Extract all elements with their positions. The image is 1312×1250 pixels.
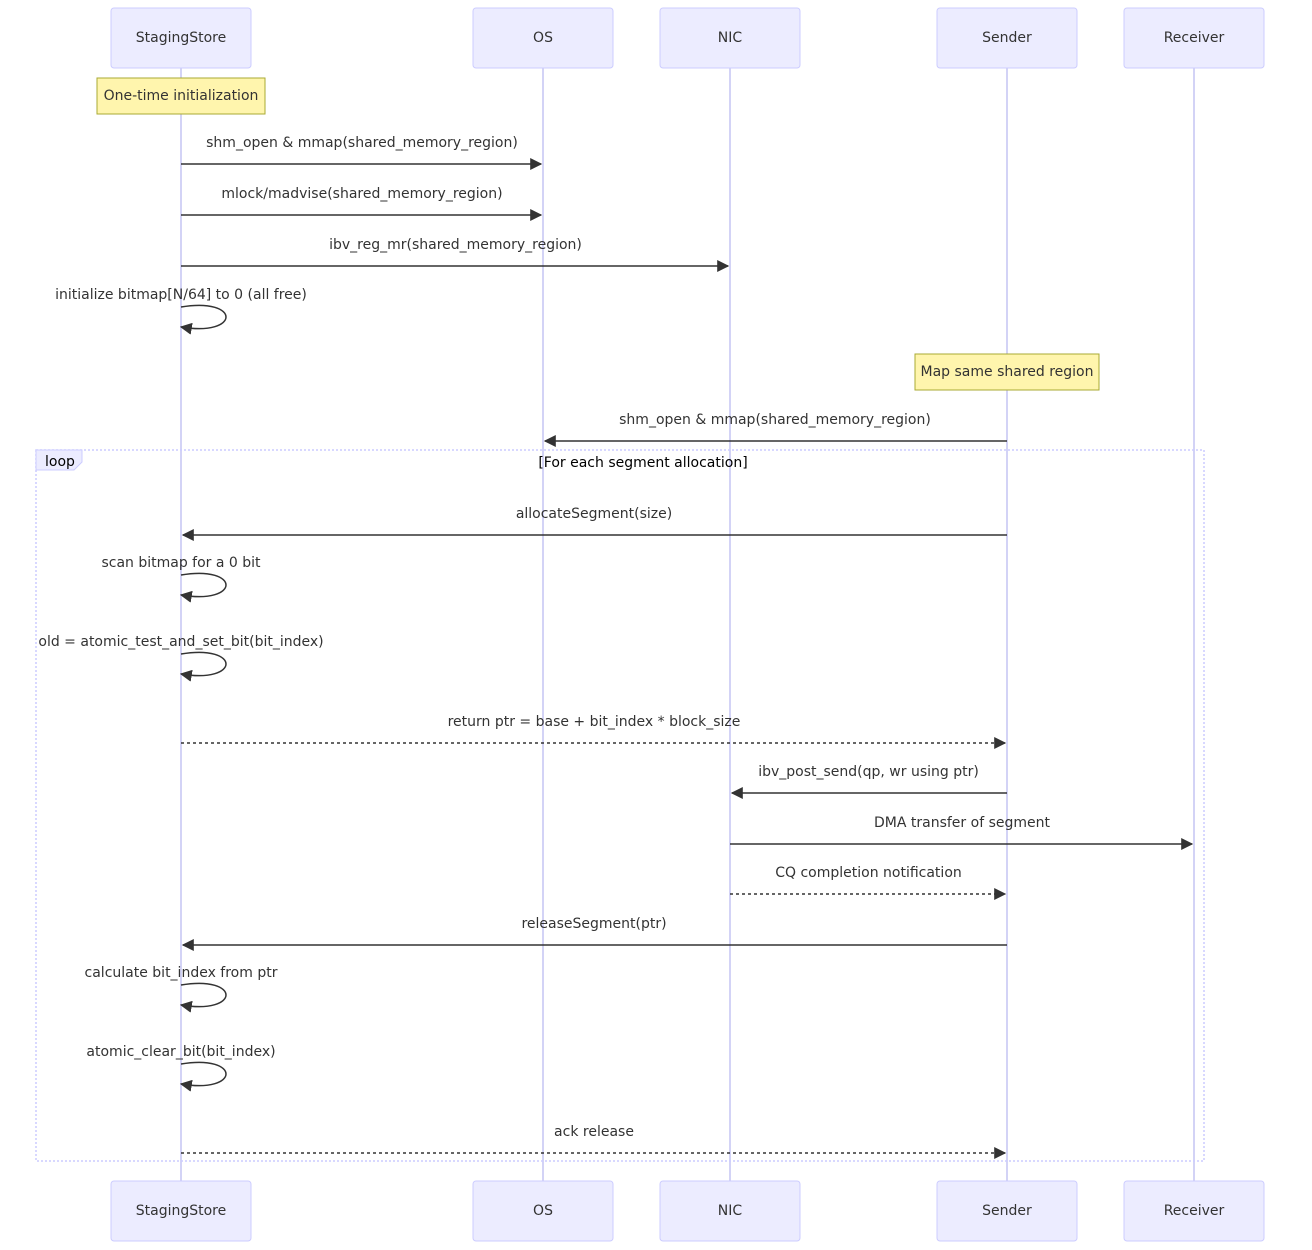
actor-box <box>472 7 614 69</box>
loop-label: loop <box>45 454 75 470</box>
message-label: ibv_post_send(qp, wr using ptr) <box>758 764 979 780</box>
message-label: scan bitmap for a 0 bit <box>101 555 261 571</box>
message-label: ack release <box>554 1124 634 1140</box>
loop-tab <box>35 449 83 471</box>
actor-nic-top: NIC <box>659 7 801 69</box>
actor-label: NIC <box>718 30 743 46</box>
actor-staging-top: StagingStore <box>110 7 252 69</box>
message-label: releaseSegment(ptr) <box>521 916 666 932</box>
note-box <box>96 77 266 115</box>
actor-box <box>110 1180 252 1242</box>
message-8: return ptr = base + bit_index * block_si… <box>181 714 1007 749</box>
message-4: shm_open & mmap(shared_memory_region) <box>543 412 1007 447</box>
message-3: initialize bitmap[N/64] to 0 (all free) <box>55 287 307 335</box>
actor-receiver-top: Receiver <box>1123 7 1265 69</box>
actor-label: StagingStore <box>136 1203 227 1219</box>
actor-label: Receiver <box>1164 1203 1225 1219</box>
message-label: CQ completion notification <box>775 865 962 881</box>
note-text: Map same shared region <box>921 364 1094 380</box>
actor-box <box>659 1180 801 1242</box>
message-6: scan bitmap for a 0 bit <box>101 555 261 603</box>
actor-staging-bottom: StagingStore <box>110 1180 252 1242</box>
message-11: CQ completion notification <box>730 865 1007 900</box>
note-1: Map same shared region <box>914 353 1100 391</box>
note-box <box>914 353 1100 391</box>
message-7: old = atomic_test_and_set_bit(bit_index) <box>38 634 324 682</box>
self-message-arrow <box>179 1061 227 1092</box>
message-13: calculate bit_index from ptr <box>85 965 278 1013</box>
loop-condition: [For each segment allocation] <box>538 455 747 471</box>
message-label: initialize bitmap[N/64] to 0 (all free) <box>55 287 307 303</box>
loop-frame: loop [For each segment allocation] <box>35 449 1205 1162</box>
actor-box <box>659 7 801 69</box>
actor-label: NIC <box>718 1203 743 1219</box>
actor-os-top: OS <box>472 7 614 69</box>
actor-label: OS <box>533 1203 553 1219</box>
message-label: shm_open & mmap(shared_memory_region) <box>206 135 518 151</box>
message-label: shm_open & mmap(shared_memory_region) <box>619 412 931 428</box>
actor-receiver-bottom: Receiver <box>1123 1180 1265 1242</box>
actor-box <box>1123 7 1265 69</box>
message-label: calculate bit_index from ptr <box>85 965 278 981</box>
message-label: DMA transfer of segment <box>874 815 1050 831</box>
message-1: mlock/madvise(shared_memory_region) <box>181 186 543 221</box>
message-label: return ptr = base + bit_index * block_si… <box>448 714 741 730</box>
message-label: old = atomic_test_and_set_bit(bit_index) <box>38 634 323 650</box>
note-text: One-time initialization <box>104 88 259 104</box>
self-message-arrow <box>179 982 227 1013</box>
actor-box <box>1123 1180 1265 1242</box>
actor-box <box>110 7 252 69</box>
actor-box <box>472 1180 614 1242</box>
actor-sender-top: Sender <box>936 7 1078 69</box>
note-0: One-time initialization <box>96 77 266 115</box>
self-message-arrow <box>179 651 227 682</box>
actor-sender-bottom: Sender <box>936 1180 1078 1242</box>
actor-os-bottom: OS <box>472 1180 614 1242</box>
actor-label: StagingStore <box>136 30 227 46</box>
self-message-arrow <box>179 572 227 603</box>
message-9: ibv_post_send(qp, wr using ptr) <box>730 764 1007 799</box>
actor-label: Sender <box>982 1203 1032 1219</box>
message-label: mlock/madvise(shared_memory_region) <box>221 186 502 202</box>
message-15: ack release <box>181 1124 1007 1159</box>
message-12: releaseSegment(ptr) <box>181 916 1007 951</box>
message-2: ibv_reg_mr(shared_memory_region) <box>181 237 730 272</box>
message-label: ibv_reg_mr(shared_memory_region) <box>329 237 582 253</box>
message-0: shm_open & mmap(shared_memory_region) <box>181 135 543 170</box>
message-label: allocateSegment(size) <box>516 506 672 522</box>
actor-box <box>936 7 1078 69</box>
self-message-arrow <box>179 304 227 335</box>
actor-label: Receiver <box>1164 30 1225 46</box>
message-5: allocateSegment(size) <box>181 506 1007 541</box>
message-14: atomic_clear_bit(bit_index) <box>86 1044 276 1092</box>
message-10: DMA transfer of segment <box>730 815 1194 850</box>
message-label: atomic_clear_bit(bit_index) <box>86 1044 275 1060</box>
actor-label: Sender <box>982 30 1032 46</box>
actor-box <box>936 1180 1078 1242</box>
actor-label: OS <box>533 30 553 46</box>
loop-border <box>35 449 1205 1162</box>
actor-nic-bottom: NIC <box>659 1180 801 1242</box>
